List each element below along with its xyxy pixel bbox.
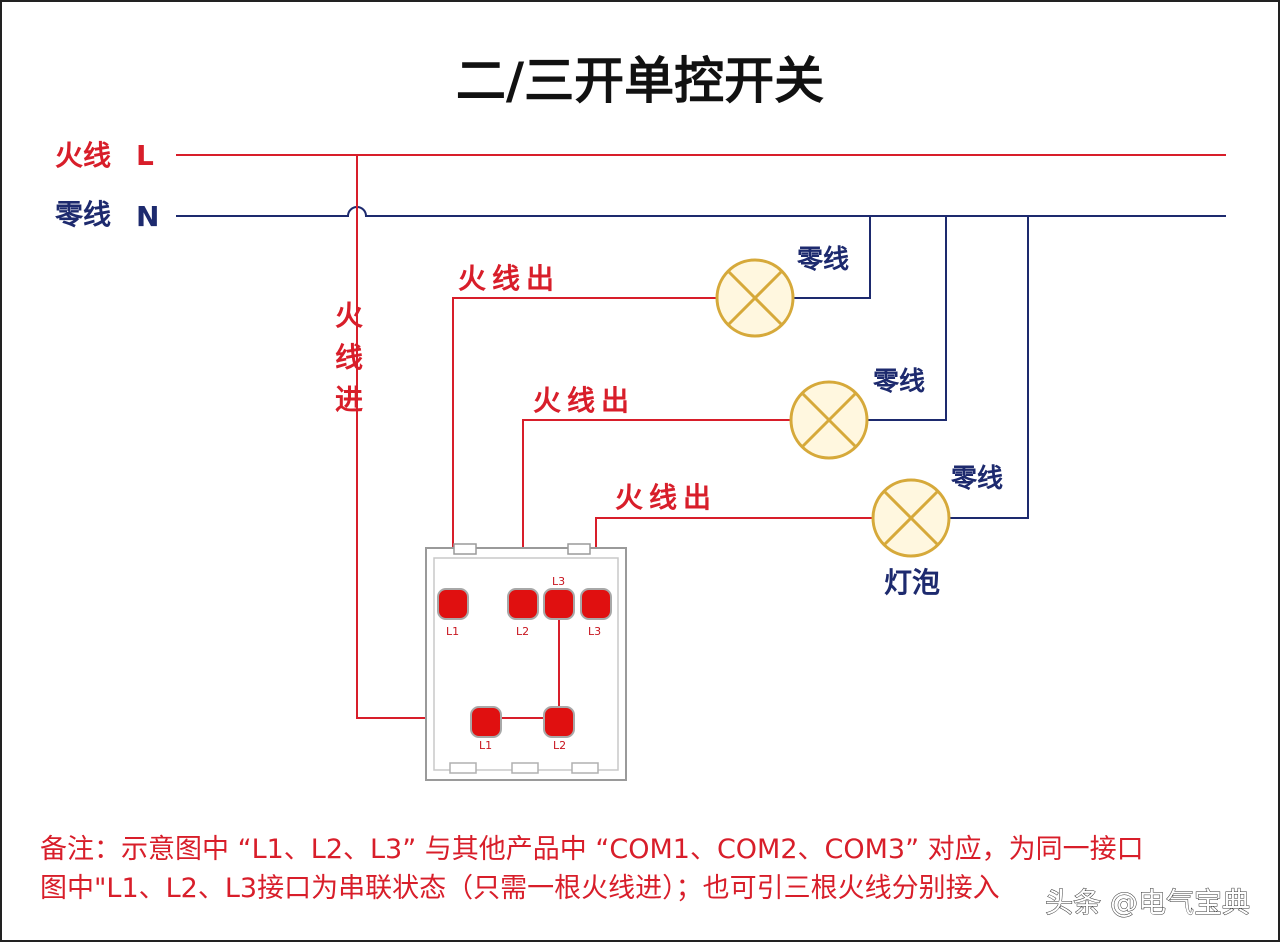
note-line-2: 图中"L1、L2、L3接口为串联状态（只需一根火线进）；也可引三根火线分别接入 [40, 873, 1000, 904]
terminal-label-top-l3: L3 [588, 625, 601, 638]
terminal-top-l3-link [543, 588, 575, 620]
live-out-label-3: 火线出 [615, 481, 717, 514]
neutral-line-label: 零线 [55, 198, 111, 231]
neutral-label-2: 零线 [873, 367, 925, 397]
live-in-char-1: 火 [335, 299, 363, 332]
live-out-wire-3 [595, 517, 873, 600]
terminal-label-bottom-l1: L1 [479, 739, 492, 752]
terminal-top-l3 [580, 588, 612, 620]
terminal-bottom-l2 [543, 706, 575, 738]
live-line-letter: L [136, 139, 154, 172]
terminal-top-l2 [507, 588, 539, 620]
neutral-line-letter: N [136, 200, 159, 233]
terminal-label-top-l3-link: L3 [552, 575, 565, 588]
neutral-wire-bulb-1 [793, 216, 871, 299]
neutral-wire-bulb-2 [868, 216, 947, 421]
terminal-top-l1 [437, 588, 469, 620]
live-in-char-2: 线 [335, 341, 363, 374]
live-in-char-3: 进 [335, 383, 363, 416]
live-out-label-2: 火线出 [533, 384, 635, 417]
neutral-label-3: 零线 [951, 464, 1003, 494]
bulb-2 [789, 380, 869, 460]
switch-body [425, 543, 627, 781]
live-out-wire-1 [452, 297, 716, 600]
neutral-main-line [176, 206, 1226, 217]
live-line-label: 火线 [55, 139, 111, 172]
neutral-wire-bulb-3 [950, 216, 1029, 519]
neutral-label-1: 零线 [797, 245, 849, 275]
bulb-label: 灯泡 [884, 566, 940, 599]
terminal-bottom-l1 [470, 706, 502, 738]
bulb-1 [715, 258, 795, 338]
diagram-title: 二/三开单控开关 [456, 52, 824, 110]
note-line-1: 备注：示意图中 “L1、L2、L3” 与其他产品中 “COM1、COM2、COM… [40, 834, 1144, 865]
watermark: 头条 @电气宝典 [1045, 886, 1250, 919]
terminal-label-bottom-l2: L2 [553, 739, 566, 752]
terminal-label-top-l1: L1 [446, 625, 459, 638]
live-out-label-1: 火线出 [458, 262, 560, 295]
terminal-label-top-l2: L2 [516, 625, 529, 638]
bulb-3 [871, 478, 951, 558]
live-out-wire-2 [522, 419, 791, 600]
